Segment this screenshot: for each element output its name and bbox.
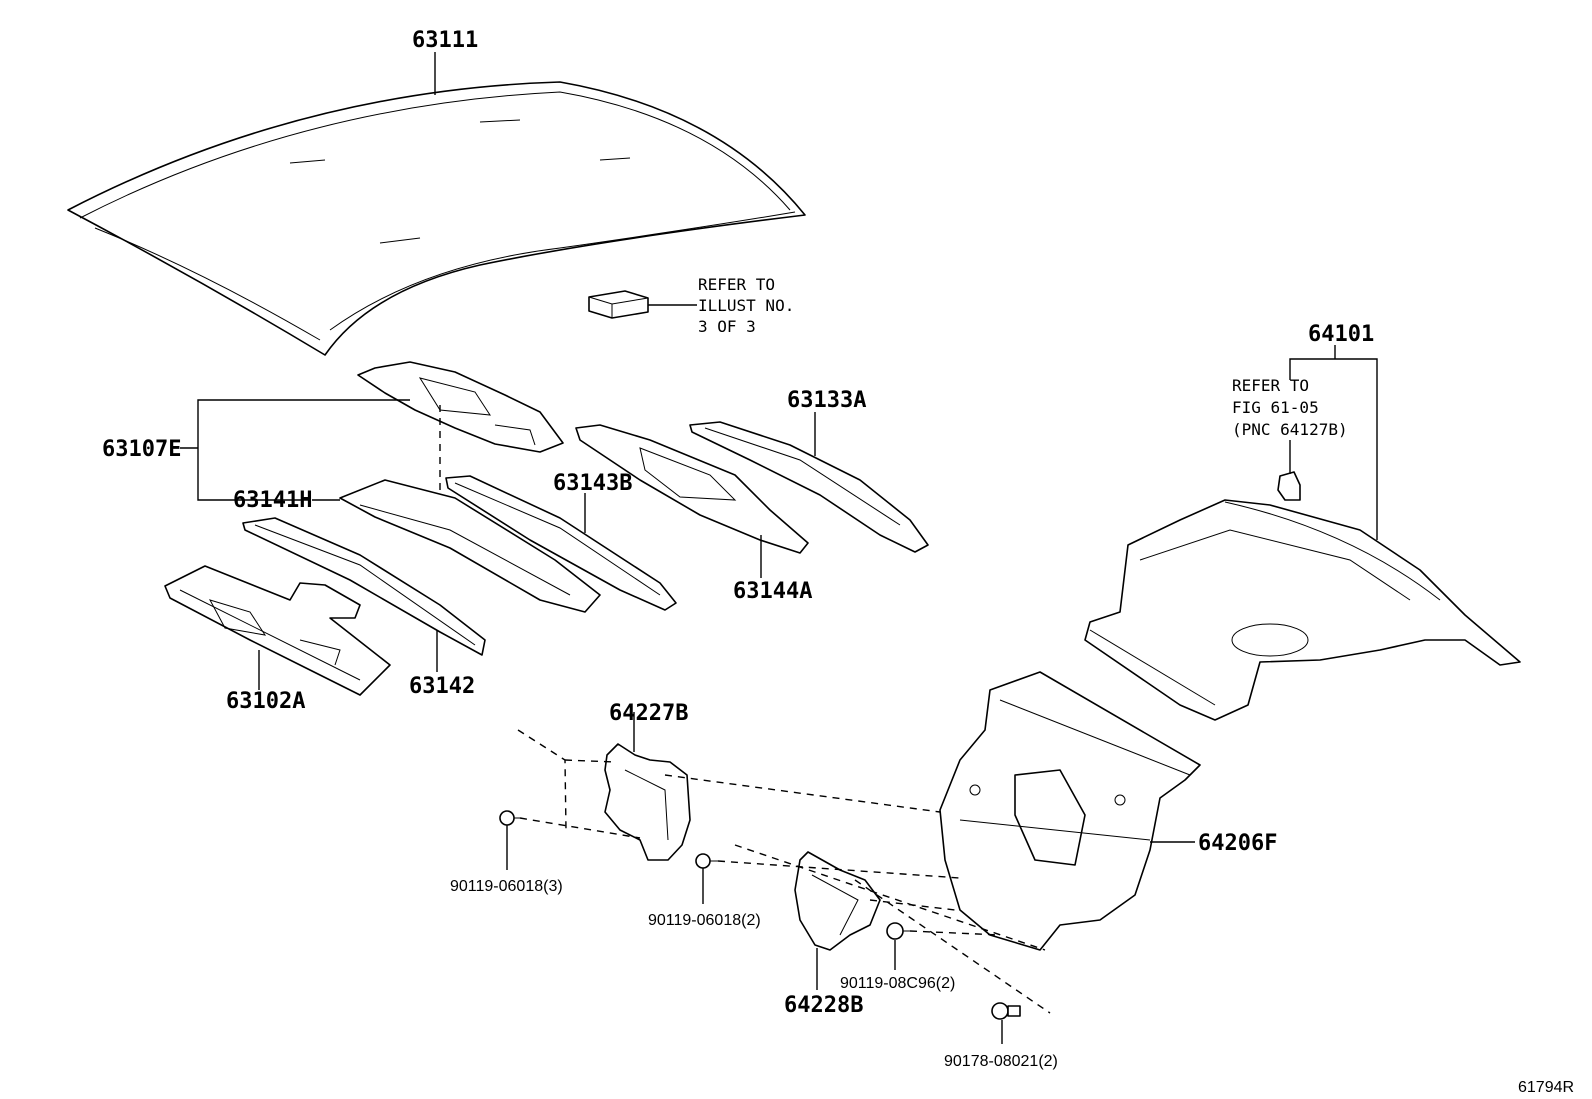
note-fig-line1: REFER TO <box>1232 376 1309 395</box>
bracket-63107E <box>197 399 410 501</box>
label-64101[interactable]: 64101 <box>1308 322 1374 347</box>
assembly-lines <box>517 729 1051 1014</box>
label-63133A[interactable]: 63133A <box>787 388 866 413</box>
brace-64227B[interactable] <box>604 743 691 861</box>
roof-rail-63133A[interactable] <box>689 421 929 553</box>
label-64228B[interactable]: 64228B <box>784 993 863 1018</box>
bolt-90178-08021-2[interactable] <box>991 1002 1021 1020</box>
roof-bow-63141H[interactable] <box>339 479 601 613</box>
roof-rail-63142[interactable] <box>242 517 486 656</box>
bolt-90119-06018-2[interactable] <box>695 853 718 869</box>
bolt-90119-08C96-2[interactable] <box>886 922 912 940</box>
brace-64228B[interactable] <box>794 851 881 951</box>
label-bolt-2[interactable]: 90119-06018(2) <box>648 912 761 929</box>
roof-reinforcement-upper[interactable] <box>357 361 564 453</box>
figure-id: 61794R <box>1518 1079 1574 1096</box>
clip-part[interactable] <box>1277 471 1301 501</box>
roof-rail-63144A[interactable] <box>575 424 809 554</box>
label-63107E[interactable]: 63107E <box>102 437 181 462</box>
label-63142[interactable]: 63142 <box>409 674 475 699</box>
label-63143B[interactable]: 63143B <box>553 471 632 496</box>
bolt-90119-06018-3[interactable] <box>499 810 522 826</box>
note-fig-line3: (PNC 64127B) <box>1232 420 1348 439</box>
label-bolt-4[interactable]: 90178-08021(2) <box>944 1053 1058 1070</box>
label-bolt-1[interactable]: 90119-06018(3) <box>450 878 563 895</box>
label-64227B[interactable]: 64227B <box>609 701 688 726</box>
note-illust-line2: ILLUST NO. <box>698 296 794 315</box>
note-illust-line3: 3 OF 3 <box>698 317 756 336</box>
sound-pad[interactable] <box>588 290 649 319</box>
label-63141H[interactable]: 63141H <box>233 488 312 513</box>
label-bolt-3[interactable]: 90119-08C96(2) <box>840 975 955 992</box>
roof-panel[interactable] <box>67 81 806 356</box>
label-63102A[interactable]: 63102A <box>226 689 305 714</box>
package-tray-64206F[interactable] <box>939 671 1201 951</box>
label-63111[interactable]: 63111 <box>412 28 478 53</box>
label-63144A[interactable]: 63144A <box>733 579 812 604</box>
roof-rail-63143B[interactable] <box>445 475 677 611</box>
label-64206F[interactable]: 64206F <box>1198 831 1277 856</box>
note-illust-line1: REFER TO <box>698 275 775 294</box>
front-header-63102A[interactable] <box>164 565 391 696</box>
note-fig-line2: FIG 61-05 <box>1232 398 1319 417</box>
bracket-64101 <box>1289 358 1378 540</box>
rear-body-panel-64101[interactable] <box>1084 499 1521 721</box>
